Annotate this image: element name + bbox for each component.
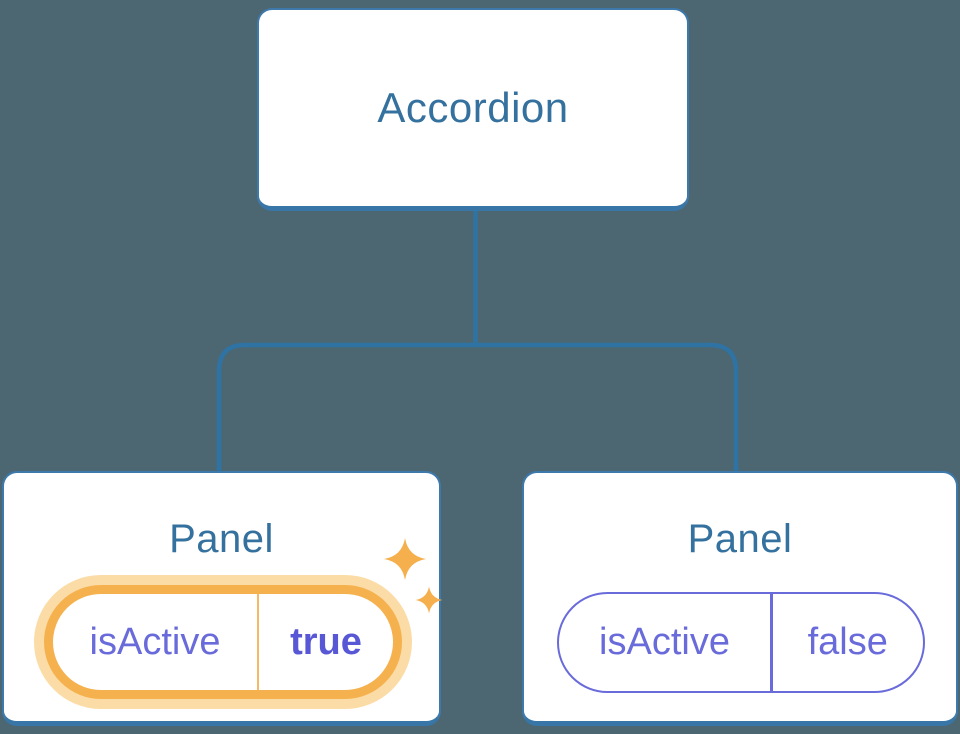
panel-node-active: Panel isActive true (2, 471, 443, 726)
pill-divider (770, 594, 773, 691)
panel-node-inactive: Panel isActive false (522, 471, 958, 726)
prop-pill-inactive: isActive false (557, 592, 925, 693)
prop-value: false (807, 621, 888, 663)
prop-pill-active: isActive true (44, 585, 402, 699)
sparkles-icon (384, 538, 443, 614)
accordion-node-label: Accordion (377, 84, 569, 131)
connector-branch (216, 342, 739, 472)
prop-name: isActive (599, 621, 730, 663)
prop-name: isActive (89, 620, 221, 663)
panel-node-label: Panel (169, 517, 274, 561)
panel-node-label: Panel (687, 517, 793, 561)
prop-value: true (290, 620, 362, 663)
pill-divider (257, 594, 259, 690)
accordion-node: Accordion (257, 8, 689, 211)
